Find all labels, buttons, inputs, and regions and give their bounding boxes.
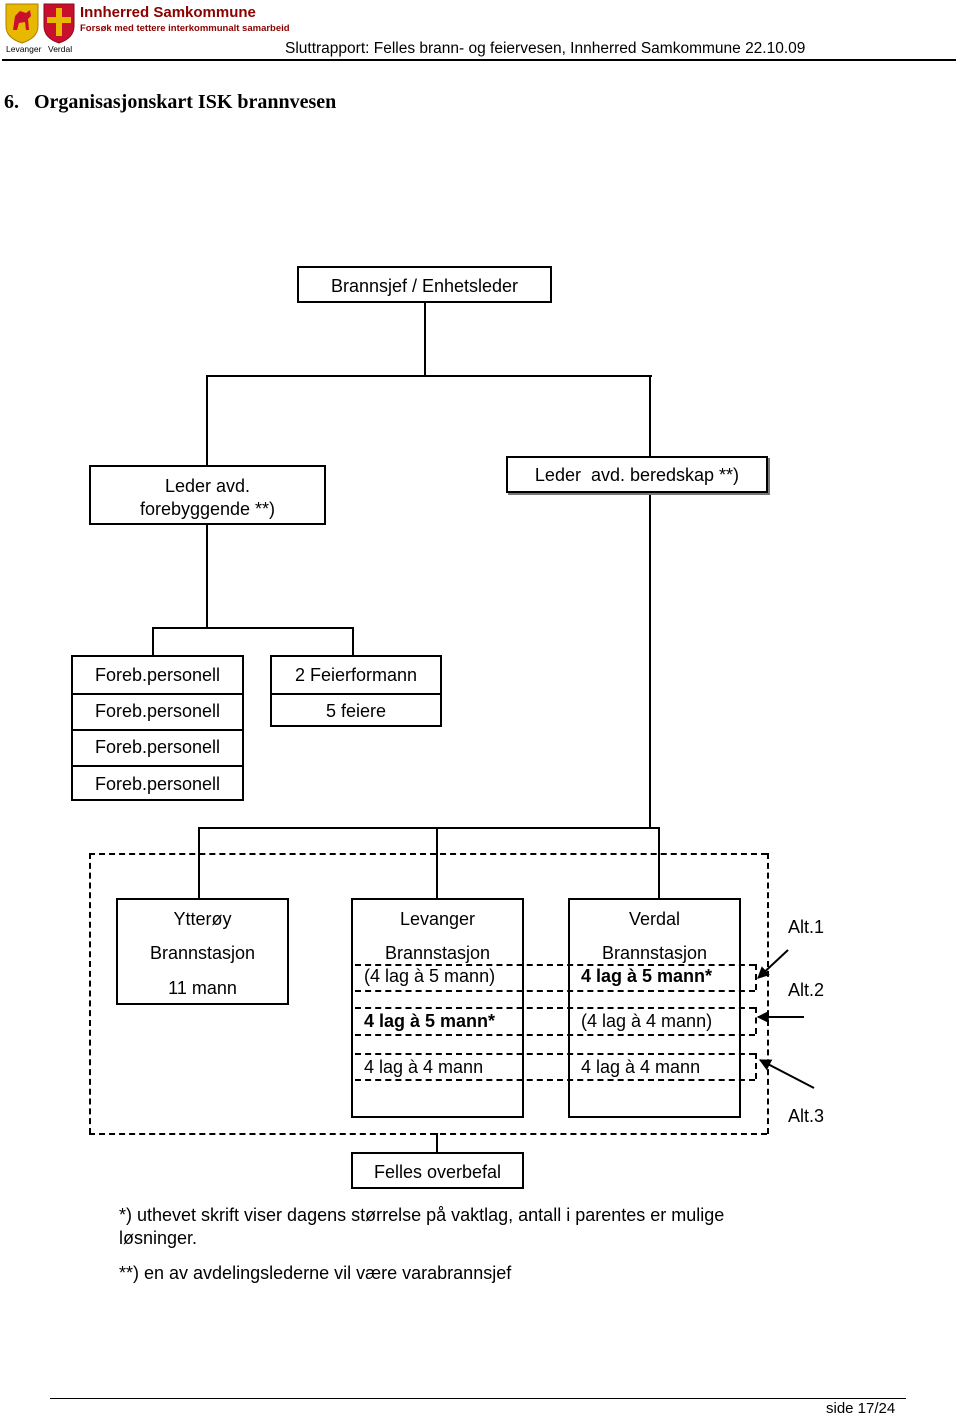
logo-title: Innherred Samkommune (80, 4, 256, 21)
stations-region-top (89, 853, 767, 855)
common-officers-label: Felles overbefal (373, 1162, 502, 1182)
footer-rule (50, 1398, 906, 1399)
connector (206, 375, 652, 377)
alt2-row-top (355, 1007, 755, 1009)
verdal-alt3: 4 lag à 4 mann (581, 1057, 701, 1077)
alt1-row-top (355, 964, 755, 966)
alt3-row-bottom (355, 1079, 755, 1081)
connector (352, 627, 354, 655)
readiness-leader-box: Leder avd. beredskap **) (506, 456, 768, 493)
note-1-line-2: løsninger. (119, 1228, 198, 1248)
levanger-alt1: (4 lag à 5 mann) (364, 966, 496, 986)
alt2-label: Alt.2 (788, 980, 825, 1000)
prevention-staff-item: Foreb.personell (94, 737, 221, 757)
note-2: **) en av avdelingslederne vil være vara… (119, 1263, 512, 1283)
stations-region-bottom (89, 1133, 767, 1135)
readiness-leader-label: Leder avd. beredskap **) (534, 465, 740, 485)
divider (73, 729, 242, 731)
coat-of-arms-levanger-icon (5, 3, 39, 44)
divider (272, 693, 440, 695)
divider (73, 765, 242, 767)
connector (658, 827, 660, 899)
verdal-alt2: (4 lag à 4 mann) (581, 1011, 713, 1031)
chief-box: Brannsjef / Enhetsleder (297, 266, 552, 303)
header-logo: Innherred Samkommune Forsøk med tettere … (4, 2, 294, 56)
divider (73, 693, 242, 695)
alt1-row-bottom (355, 990, 755, 992)
ytteroy-staff: 11 mann (168, 978, 237, 998)
connector (206, 524, 208, 628)
common-officers-box: Felles overbefal (351, 1152, 524, 1189)
levanger-type: Brannstasjon (384, 943, 491, 963)
prevention-staff-item: Foreb.personell (94, 665, 221, 685)
chief-label: Brannsjef / Enhetsleder (330, 276, 519, 296)
connector (436, 1133, 438, 1153)
alt1-label: Alt.1 (788, 917, 825, 937)
connector (424, 302, 426, 376)
verdal-name: Verdal (628, 909, 681, 929)
prevention-leader-box: Leder avd. forebyggende **) (89, 465, 326, 525)
sweep-foreman-label: 2 Feierformann (294, 665, 418, 685)
prevention-staff-box: Foreb.personell Foreb.personell Foreb.pe… (71, 655, 244, 801)
levanger-alt3: 4 lag à 4 mann (364, 1057, 484, 1077)
logo-right-label: Verdal (48, 44, 73, 54)
stations-region-right (767, 853, 769, 1134)
connector (436, 827, 438, 899)
prevention-staff-item: Foreb.personell (94, 701, 221, 721)
connector (649, 492, 651, 828)
header-rule (2, 59, 956, 61)
connector (152, 627, 354, 629)
levanger-alt2: 4 lag à 5 mann* (364, 1011, 496, 1031)
ytteroy-name: Ytterøy (173, 909, 232, 929)
alt-arrows (756, 949, 815, 1089)
prevention-leader-line1: Leder avd. (164, 476, 251, 496)
logo-left-label: Levanger (6, 44, 42, 54)
alt3-label: Alt.3 (788, 1106, 825, 1126)
alt1-arrow-icon (757, 949, 789, 979)
connector (198, 827, 200, 899)
prevention-leader-line2: forebyggende **) (139, 499, 276, 519)
connector (198, 827, 660, 829)
coat-of-arms-verdal-icon (43, 3, 75, 44)
alt3-row-top (355, 1053, 755, 1055)
report-title: Sluttrapport: Felles brann- og feiervese… (285, 40, 806, 57)
stations-region-left (89, 853, 91, 1134)
alt2-row-bottom (355, 1034, 755, 1036)
sweep-staff-label: 5 feiere (325, 701, 387, 721)
section-heading: 6. Organisasjonskart ISK brannvesen (4, 91, 337, 113)
levanger-name: Levanger (399, 909, 476, 929)
verdal-alt1: 4 lag à 5 mann* (581, 966, 713, 986)
ytteroy-station-box: Ytterøy Brannstasjon 11 mann (116, 898, 289, 1005)
chimney-sweep-box: 2 Feierformann 5 feiere (270, 655, 442, 727)
connector (649, 375, 651, 458)
ytteroy-type: Brannstasjon (149, 943, 256, 963)
page-number: side 17/24 (826, 1400, 896, 1417)
note-1-line-1: *) uthevet skrift viser dagens størrelse… (119, 1205, 725, 1225)
alt1-row-right (755, 964, 757, 990)
alt3-arrow-icon (758, 1059, 815, 1089)
connector (206, 375, 208, 466)
logo-subtitle: Forsøk med tettere interkommunalt samarb… (80, 23, 290, 34)
alt3-row-right (755, 1053, 757, 1079)
prevention-staff-item: Foreb.personell (94, 774, 221, 794)
connector (152, 627, 154, 655)
alt2-row-right (755, 1007, 757, 1034)
verdal-type: Brannstasjon (601, 943, 708, 963)
